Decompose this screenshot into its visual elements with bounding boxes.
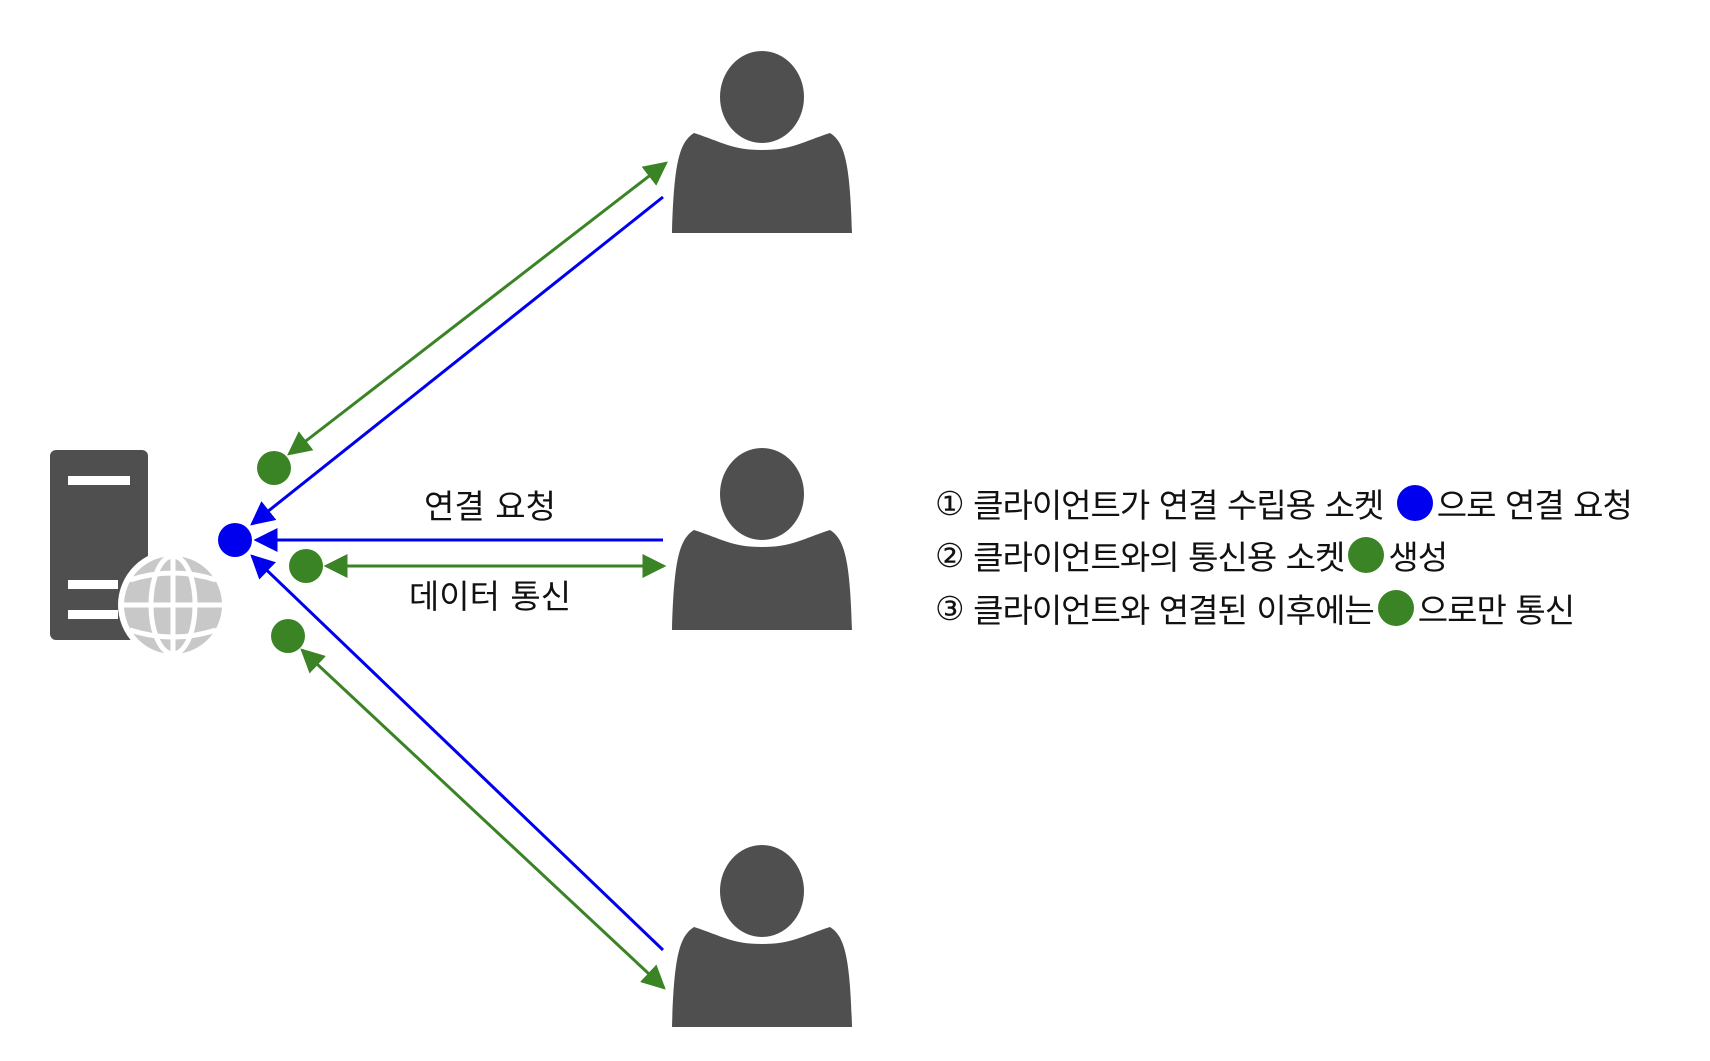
legend-item-3: ③ 클라이언트와 연결된 이후에는 으로만 통신	[935, 584, 1575, 632]
legend-text: 생성	[1388, 538, 1448, 577]
server-slot	[68, 476, 130, 485]
connect-request-label: 연결 요청	[424, 487, 556, 526]
client-socket-dot	[289, 549, 323, 583]
listen-socket-dot	[1396, 485, 1433, 521]
server-globe-icon	[50, 450, 228, 660]
data-comm-arrow	[300, 648, 666, 990]
globe-icon	[118, 550, 228, 660]
data-comm-arrow	[287, 161, 668, 456]
server-slot	[68, 610, 118, 619]
legend-text: 으로만 통신	[1417, 591, 1575, 630]
listen-socket-dot	[218, 523, 252, 557]
legend-text: 으로 연결 요청	[1436, 486, 1633, 525]
person-icon	[672, 51, 852, 233]
data-comm-label: 데이터 통신	[409, 577, 571, 616]
legend-text: 클라이언트와의 통신용 소켓	[973, 538, 1345, 577]
legend-number: ②	[935, 535, 965, 575]
client-socket-dot	[271, 619, 305, 653]
server-slot	[68, 580, 118, 589]
client-socket-dot	[1377, 590, 1414, 626]
client-socket-dot	[1348, 537, 1385, 573]
person-icon	[672, 845, 852, 1027]
legend-item-1: ① 클라이언트가 연결 수립용 소켓 으로 연결 요청	[935, 479, 1633, 527]
legend-number: ③	[935, 588, 965, 628]
legend-number: ①	[935, 483, 965, 523]
legend-item-2: ② 클라이언트와의 통신용 소켓 생성	[935, 531, 1448, 579]
legend-text: 클라이언트와 연결된 이후에는	[973, 591, 1375, 630]
client-socket-dot	[257, 451, 291, 485]
legend-text: 클라이언트가 연결 수립용 소켓	[973, 486, 1384, 525]
connect-request-arrow	[250, 195, 664, 526]
person-icon	[672, 448, 852, 630]
